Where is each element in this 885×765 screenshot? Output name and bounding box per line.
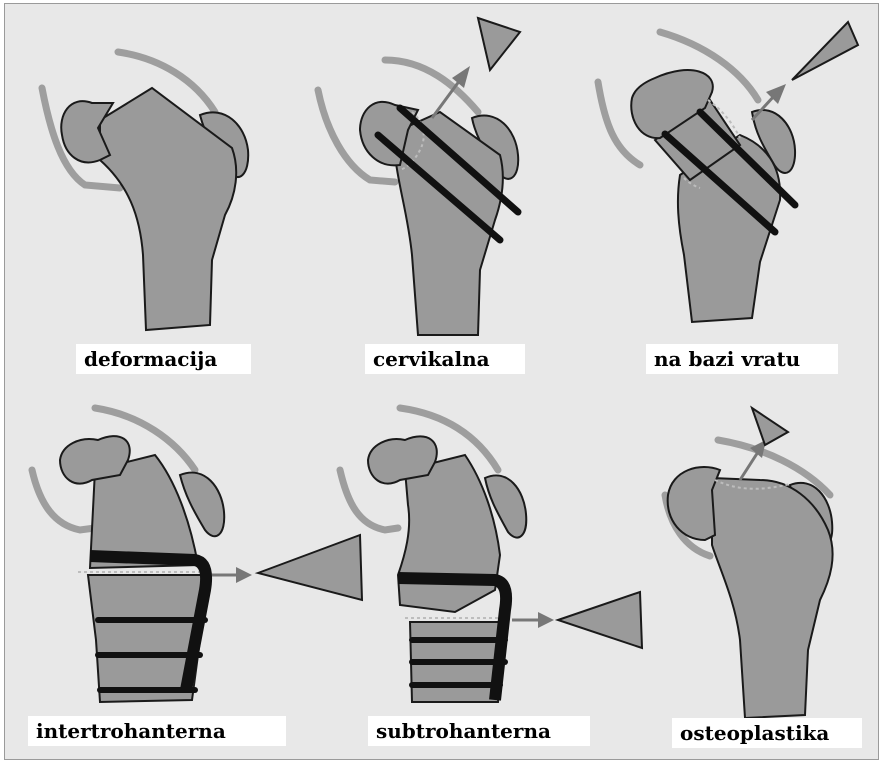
label-cervikalna: cervikalna [365,344,525,374]
femoral-shaft [395,112,503,335]
label-deformacija: deformacija [76,344,251,374]
removed-wedge [478,18,520,70]
label-na-bazi-vratu: na bazi vratu [646,344,838,374]
panel-osteoplastika [665,408,833,718]
panel-cervikalna [318,18,520,335]
femoral-shaft [712,478,833,718]
removed-wedge [792,22,858,80]
panel-subtrohanterna [340,408,642,702]
arrowhead [538,612,554,628]
removed-wedge [558,592,642,648]
panel-na-bazi-vratu [598,22,858,322]
wedge-arrow [740,452,758,480]
label-osteoplastika: osteoplastika [672,718,862,748]
removed-wedge [258,535,362,600]
panel-intertrohanterna [32,408,362,702]
label-subtrohanterna: subtrohanterna [368,716,590,746]
panel-deformacija [42,52,248,330]
removed-wedge [752,408,788,445]
arrowhead [236,567,252,583]
label-intertrohanterna: intertrohanterna [28,716,286,746]
